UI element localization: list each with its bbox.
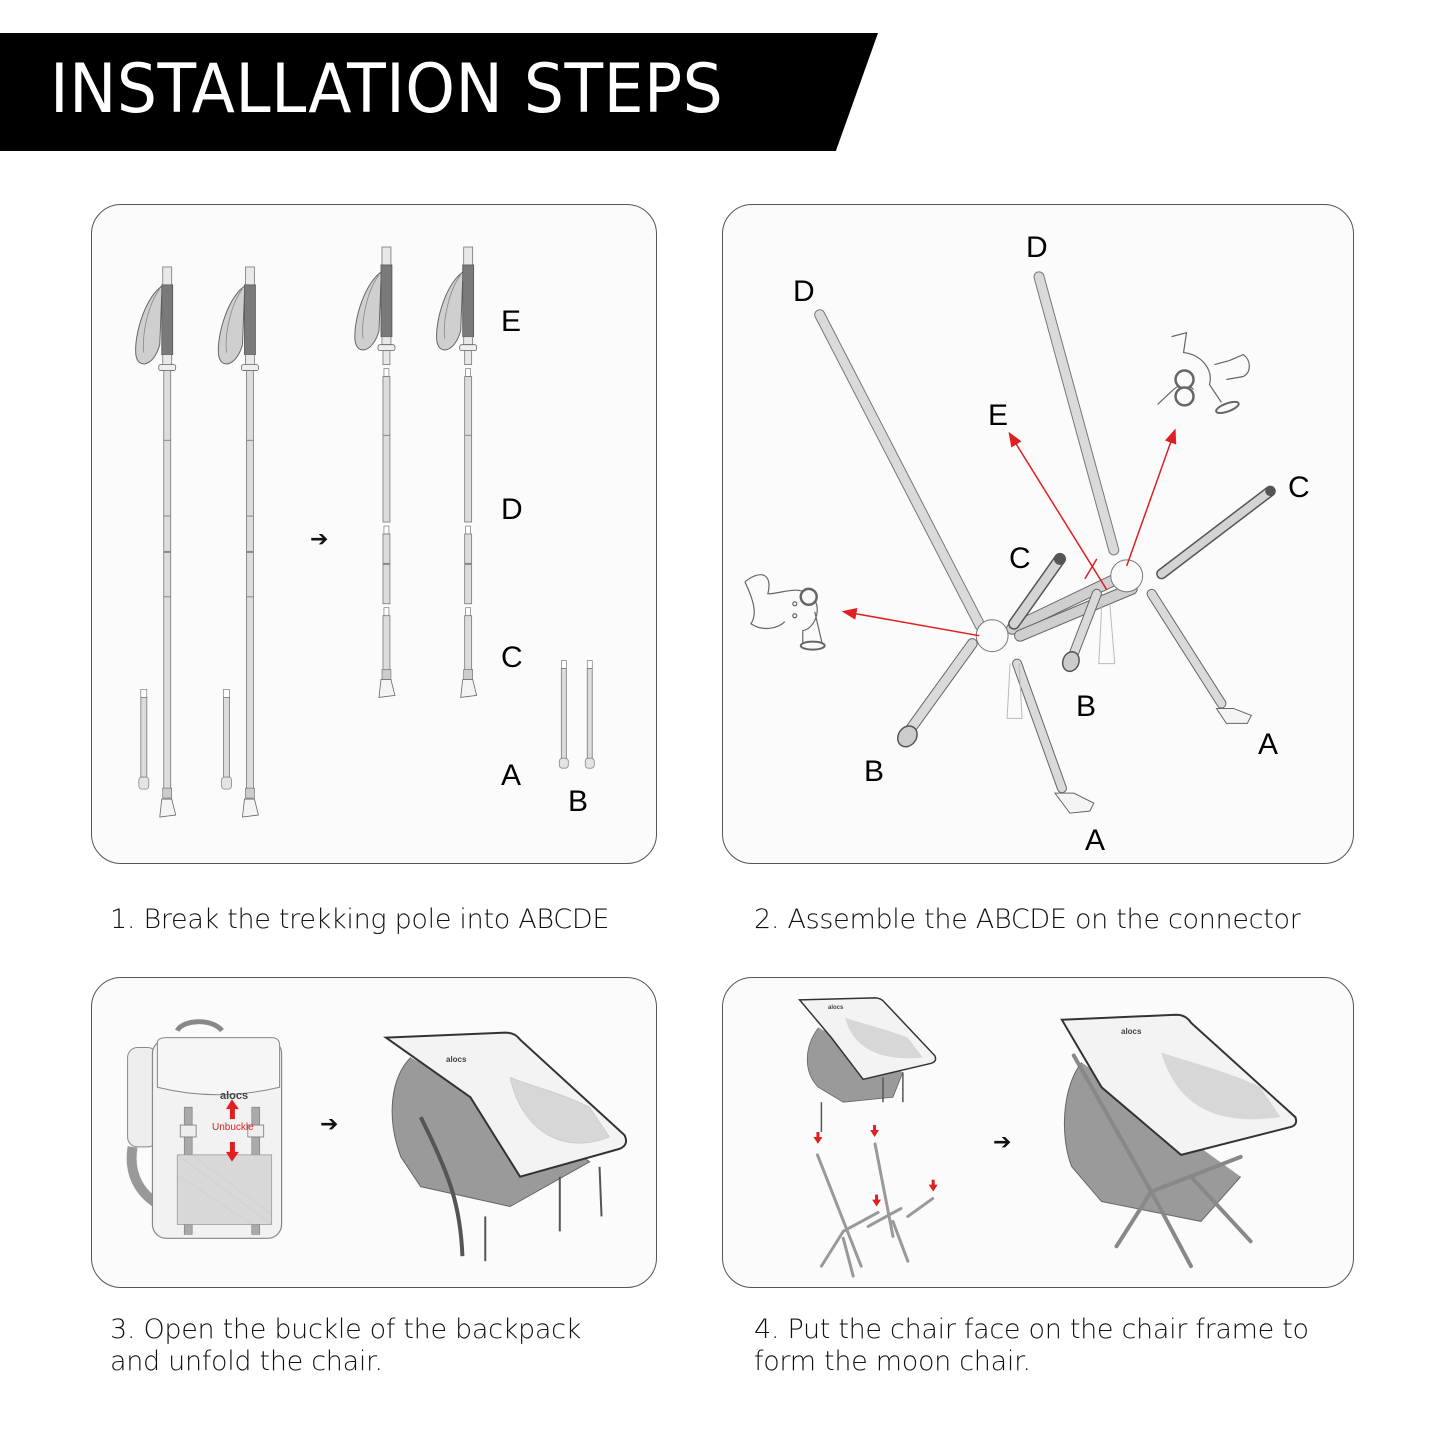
label-d-right: D <box>1026 231 1048 264</box>
step-4-caption: 4. Put the chair face on the chair frame… <box>754 1314 1309 1378</box>
unbuckle-label: Unbuckle <box>212 1122 254 1133</box>
backpack-unfold-diagram <box>126 1019 628 1262</box>
title-banner <box>0 33 878 151</box>
arrow-right-icon: ➔ <box>993 1130 1012 1155</box>
loose-b-section-2 <box>221 689 232 790</box>
label-c-right: C <box>1288 471 1310 504</box>
step-3-caption-line1: 3. Open the buckle of the backpack <box>110 1314 581 1345</box>
label-a-left: A <box>1085 824 1106 857</box>
step-4-caption-line1: 4. Put the chair face on the chair frame… <box>754 1314 1309 1345</box>
label-b: B <box>568 785 589 818</box>
connector-assembly-diagram <box>744 271 1276 814</box>
brand-logo-big-chair: alocs <box>1121 1027 1142 1036</box>
assembled-moon-chair <box>1060 1013 1298 1269</box>
brand-logo-small-chair: alocs <box>828 1005 844 1011</box>
unfolded-chair-drawing <box>382 1031 628 1262</box>
label-e: E <box>988 399 1009 432</box>
label-c-left: C <box>1009 542 1031 575</box>
step-1-illustration: ➔ E D C A B <box>91 204 657 864</box>
split-pole-2 <box>436 246 478 698</box>
step-2-caption: 2. Assemble the ABCDE on the connector <box>754 904 1301 935</box>
label-e: E <box>501 305 522 338</box>
label-d: D <box>501 493 523 526</box>
arrow-right-icon: ➔ <box>320 1112 339 1137</box>
small-chair-frame <box>815 1142 935 1278</box>
step-1-caption: 1. Break the trekking pole into ABCDE <box>110 904 610 935</box>
step-4-illustration: alocs alocs ➔ <box>722 977 1354 1288</box>
trekking-pole-diagram <box>135 246 595 818</box>
backpack-drawing <box>126 1019 283 1239</box>
brand-logo-chair: alocs <box>446 1055 467 1064</box>
page-title: INSTALLATION STEPS <box>50 50 724 129</box>
step-3-caption: 3. Open the buckle of the backpack and u… <box>110 1314 581 1378</box>
arrow-right-icon: ➔ <box>310 527 329 552</box>
chair-assembly-diagram <box>797 997 1298 1278</box>
label-c: C <box>501 641 523 674</box>
b-sections-right <box>558 660 595 769</box>
step-3-illustration: Unbuckle alocs alocs ➔ <box>91 977 657 1288</box>
step-3-caption-line2: and unfold the chair. <box>110 1346 383 1377</box>
label-a: A <box>501 759 522 792</box>
label-d-left: D <box>793 275 815 308</box>
label-b-mid: B <box>1076 690 1097 723</box>
step-4-caption-line2: form the moon chair. <box>754 1346 1031 1377</box>
label-a-right: A <box>1258 728 1279 761</box>
connector-detail-left <box>744 574 826 651</box>
split-pole-1 <box>354 246 396 698</box>
full-pole-1 <box>135 266 177 818</box>
step-2-illustration: D D E C C B B A A <box>722 204 1354 864</box>
small-chair-face <box>797 997 937 1133</box>
label-b-left: B <box>864 755 885 788</box>
brand-logo-backpack: alocs <box>220 1090 249 1102</box>
connector-detail-right <box>1157 331 1250 414</box>
loose-b-section-1 <box>138 689 150 790</box>
full-pole-2 <box>217 266 259 818</box>
red-down-arrows <box>813 1125 938 1207</box>
